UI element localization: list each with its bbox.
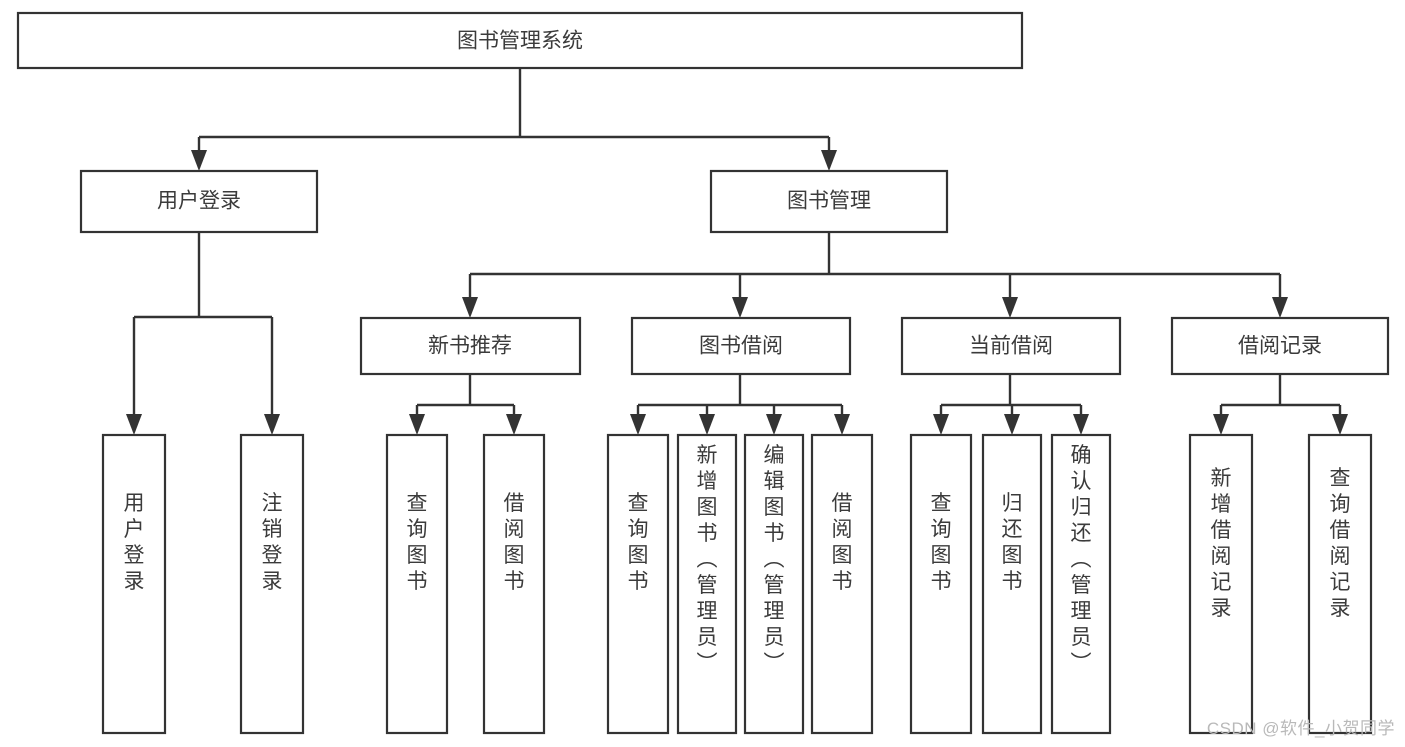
leaf-user-login[interactable]: 用户登录 (101, 433, 167, 735)
leaf-confirm-return-admin[interactable]: 确认归还︵管理员︶ (1050, 433, 1112, 735)
leaf-query-book-borrow-box[interactable] (606, 433, 670, 735)
node-book-borrow-label: 图书借阅 (699, 335, 783, 358)
node-user-login-label: 用户登录 (157, 190, 241, 213)
arrow-book-mgmt-child-2 (732, 297, 748, 318)
leaf-query-borrow-record[interactable]: 查询借阅记录 (1307, 433, 1373, 735)
node-borrow-record-box[interactable] (1170, 316, 1390, 376)
connector-layer (126, 68, 1348, 435)
leaf-logout-box[interactable] (239, 433, 305, 735)
leaf-query-borrow-record-label: 查询借阅记录 (1330, 467, 1351, 620)
node-new-book-recommend[interactable]: 新书推荐 (359, 316, 582, 376)
leaf-query-book-rec-label: 查询图书 (407, 492, 428, 593)
leaf-add-book-admin-label: 新增图书︵管理员︶ (697, 444, 718, 675)
leaf-query-book-borrow-label: 查询图书 (628, 492, 649, 593)
node-current-borrow-label: 当前借阅 (969, 335, 1053, 358)
node-borrow-record-label: 借阅记录 (1238, 335, 1322, 358)
arrow-new-book-leaf-1 (409, 414, 425, 435)
leaf-edit-book-admin-label: 编辑图书︵管理员︶ (764, 444, 785, 675)
node-book-borrow-box[interactable] (630, 316, 852, 376)
node-root-label: 图书管理系统 (457, 30, 583, 53)
leaf-return-book-label: 归还图书 (1002, 492, 1023, 593)
node-book-borrow[interactable]: 图书借阅 (630, 316, 852, 376)
leaf-query-book-borrow[interactable]: 查询图书 (606, 433, 670, 735)
arrow-record-leaf-1 (1213, 414, 1229, 435)
leaf-user-login-label: 用户登录 (124, 492, 145, 593)
node-root[interactable]: 图书管理系统 (16, 11, 1024, 70)
arrow-current-leaf-1 (933, 414, 949, 435)
arrow-borrow-leaf-2 (699, 414, 715, 435)
arrow-root-to-user-login (191, 150, 207, 171)
leaf-confirm-return-admin-label: 确认归还︵管理员︶ (1071, 444, 1092, 675)
leaf-add-borrow-record[interactable]: 新增借阅记录 (1188, 433, 1254, 735)
leaf-user-login-box[interactable] (101, 433, 167, 735)
node-new-book-recommend-label: 新书推荐 (428, 335, 512, 358)
leaf-borrow-book-label: 借阅图书 (832, 492, 853, 593)
leaf-query-book-current-box[interactable] (909, 433, 973, 735)
arrow-current-leaf-2 (1004, 414, 1020, 435)
node-book-management-label: 图书管理 (787, 190, 871, 213)
arrow-book-mgmt-child-1 (462, 297, 478, 318)
arrow-user-login-leaf-2 (264, 414, 280, 435)
leaf-query-book-current[interactable]: 查询图书 (909, 433, 973, 735)
leaf-return-book[interactable]: 归还图书 (981, 433, 1043, 735)
leaf-logout[interactable]: 注销登录 (239, 433, 305, 735)
node-borrow-record[interactable]: 借阅记录 (1170, 316, 1390, 376)
node-new-book-recommend-box[interactable] (359, 316, 582, 376)
leaf-logout-label: 注销登录 (262, 492, 283, 593)
arrow-book-mgmt-child-3 (1002, 297, 1018, 318)
arrow-user-login-leaf-1 (126, 414, 142, 435)
leaf-borrow-book-rec[interactable]: 借阅图书 (482, 433, 546, 735)
node-user-login-box[interactable] (79, 169, 319, 234)
leaf-borrow-book-rec-label: 借阅图书 (504, 492, 525, 593)
arrow-new-book-leaf-2 (506, 414, 522, 435)
leaf-edit-book-admin-box[interactable] (743, 433, 805, 735)
arrow-borrow-leaf-4 (834, 414, 850, 435)
arrow-root-to-book-mgmt (821, 150, 837, 171)
node-root-box[interactable] (16, 11, 1024, 70)
leaf-query-borrow-record-box[interactable] (1307, 433, 1373, 735)
leaf-add-borrow-record-box[interactable] (1188, 433, 1254, 735)
leaf-query-book-current-label: 查询图书 (931, 492, 952, 593)
leaf-edit-book-admin[interactable]: 编辑图书︵管理员︶ (743, 433, 805, 735)
leaf-query-book-rec[interactable]: 查询图书 (385, 433, 449, 735)
node-book-management-box[interactable] (709, 169, 949, 234)
leaf-borrow-book[interactable]: 借阅图书 (810, 433, 874, 735)
leaf-add-book-admin-box[interactable] (676, 433, 738, 735)
leaf-add-borrow-record-label: 新增借阅记录 (1211, 467, 1232, 620)
leaf-add-book-admin[interactable]: 新增图书︵管理员︶ (676, 433, 738, 735)
node-book-management[interactable]: 图书管理 (709, 169, 949, 234)
leaf-query-book-rec-box[interactable] (385, 433, 449, 735)
arrow-borrow-leaf-1 (630, 414, 646, 435)
leaf-return-book-box[interactable] (981, 433, 1043, 735)
leaf-borrow-book-box[interactable] (810, 433, 874, 735)
arrow-book-mgmt-child-4 (1272, 297, 1288, 318)
arrow-borrow-leaf-3 (766, 414, 782, 435)
arrow-record-leaf-2 (1332, 414, 1348, 435)
node-current-borrow[interactable]: 当前借阅 (900, 316, 1122, 376)
leaf-borrow-book-rec-box[interactable] (482, 433, 546, 735)
leaf-confirm-return-admin-box[interactable] (1050, 433, 1112, 735)
node-user-login[interactable]: 用户登录 (79, 169, 319, 234)
arrow-current-leaf-3 (1073, 414, 1089, 435)
node-current-borrow-box[interactable] (900, 316, 1122, 376)
